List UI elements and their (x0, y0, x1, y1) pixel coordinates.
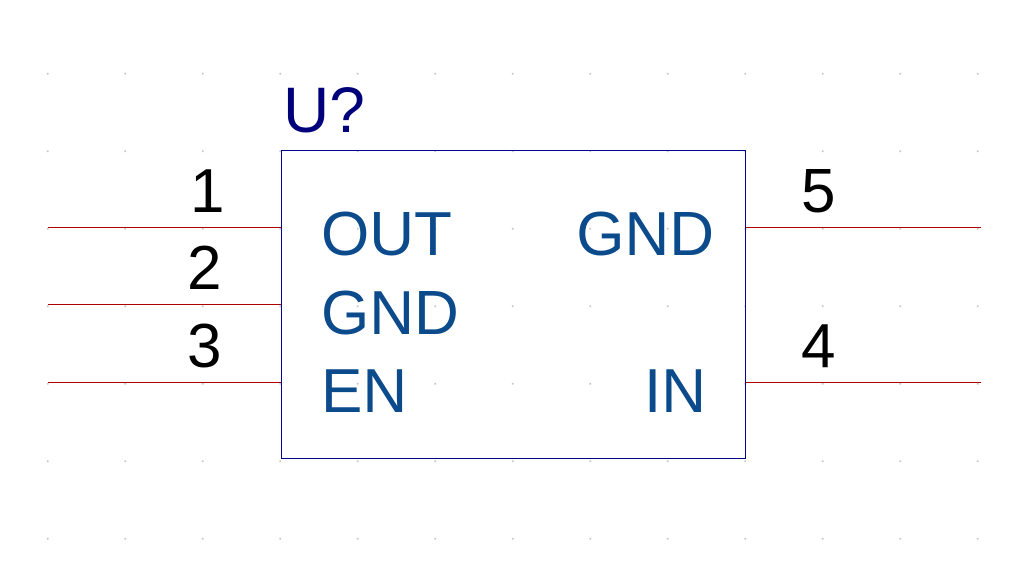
pin-3-name: EN (321, 357, 408, 426)
pin-1-name: OUT (321, 200, 452, 269)
pin-2-name: GND (321, 279, 459, 348)
pin-2-line[interactable] (48, 304, 281, 305)
pin-5-line[interactable] (746, 227, 981, 228)
pin-5-number: 5 (801, 157, 836, 226)
pin-4-name: IN (644, 357, 706, 426)
component-body[interactable] (281, 150, 746, 459)
pin-3-number: 3 (187, 312, 222, 381)
pin-1-number: 1 (190, 157, 225, 226)
reference-designator[interactable]: U? (283, 74, 365, 146)
pin-1-line[interactable] (48, 227, 281, 228)
pin-4-line[interactable] (746, 382, 981, 383)
pin-4-number: 4 (801, 312, 836, 381)
pin-3-line[interactable] (48, 382, 281, 383)
pin-2-number: 2 (187, 234, 222, 303)
pin-5-name: GND (576, 200, 714, 269)
